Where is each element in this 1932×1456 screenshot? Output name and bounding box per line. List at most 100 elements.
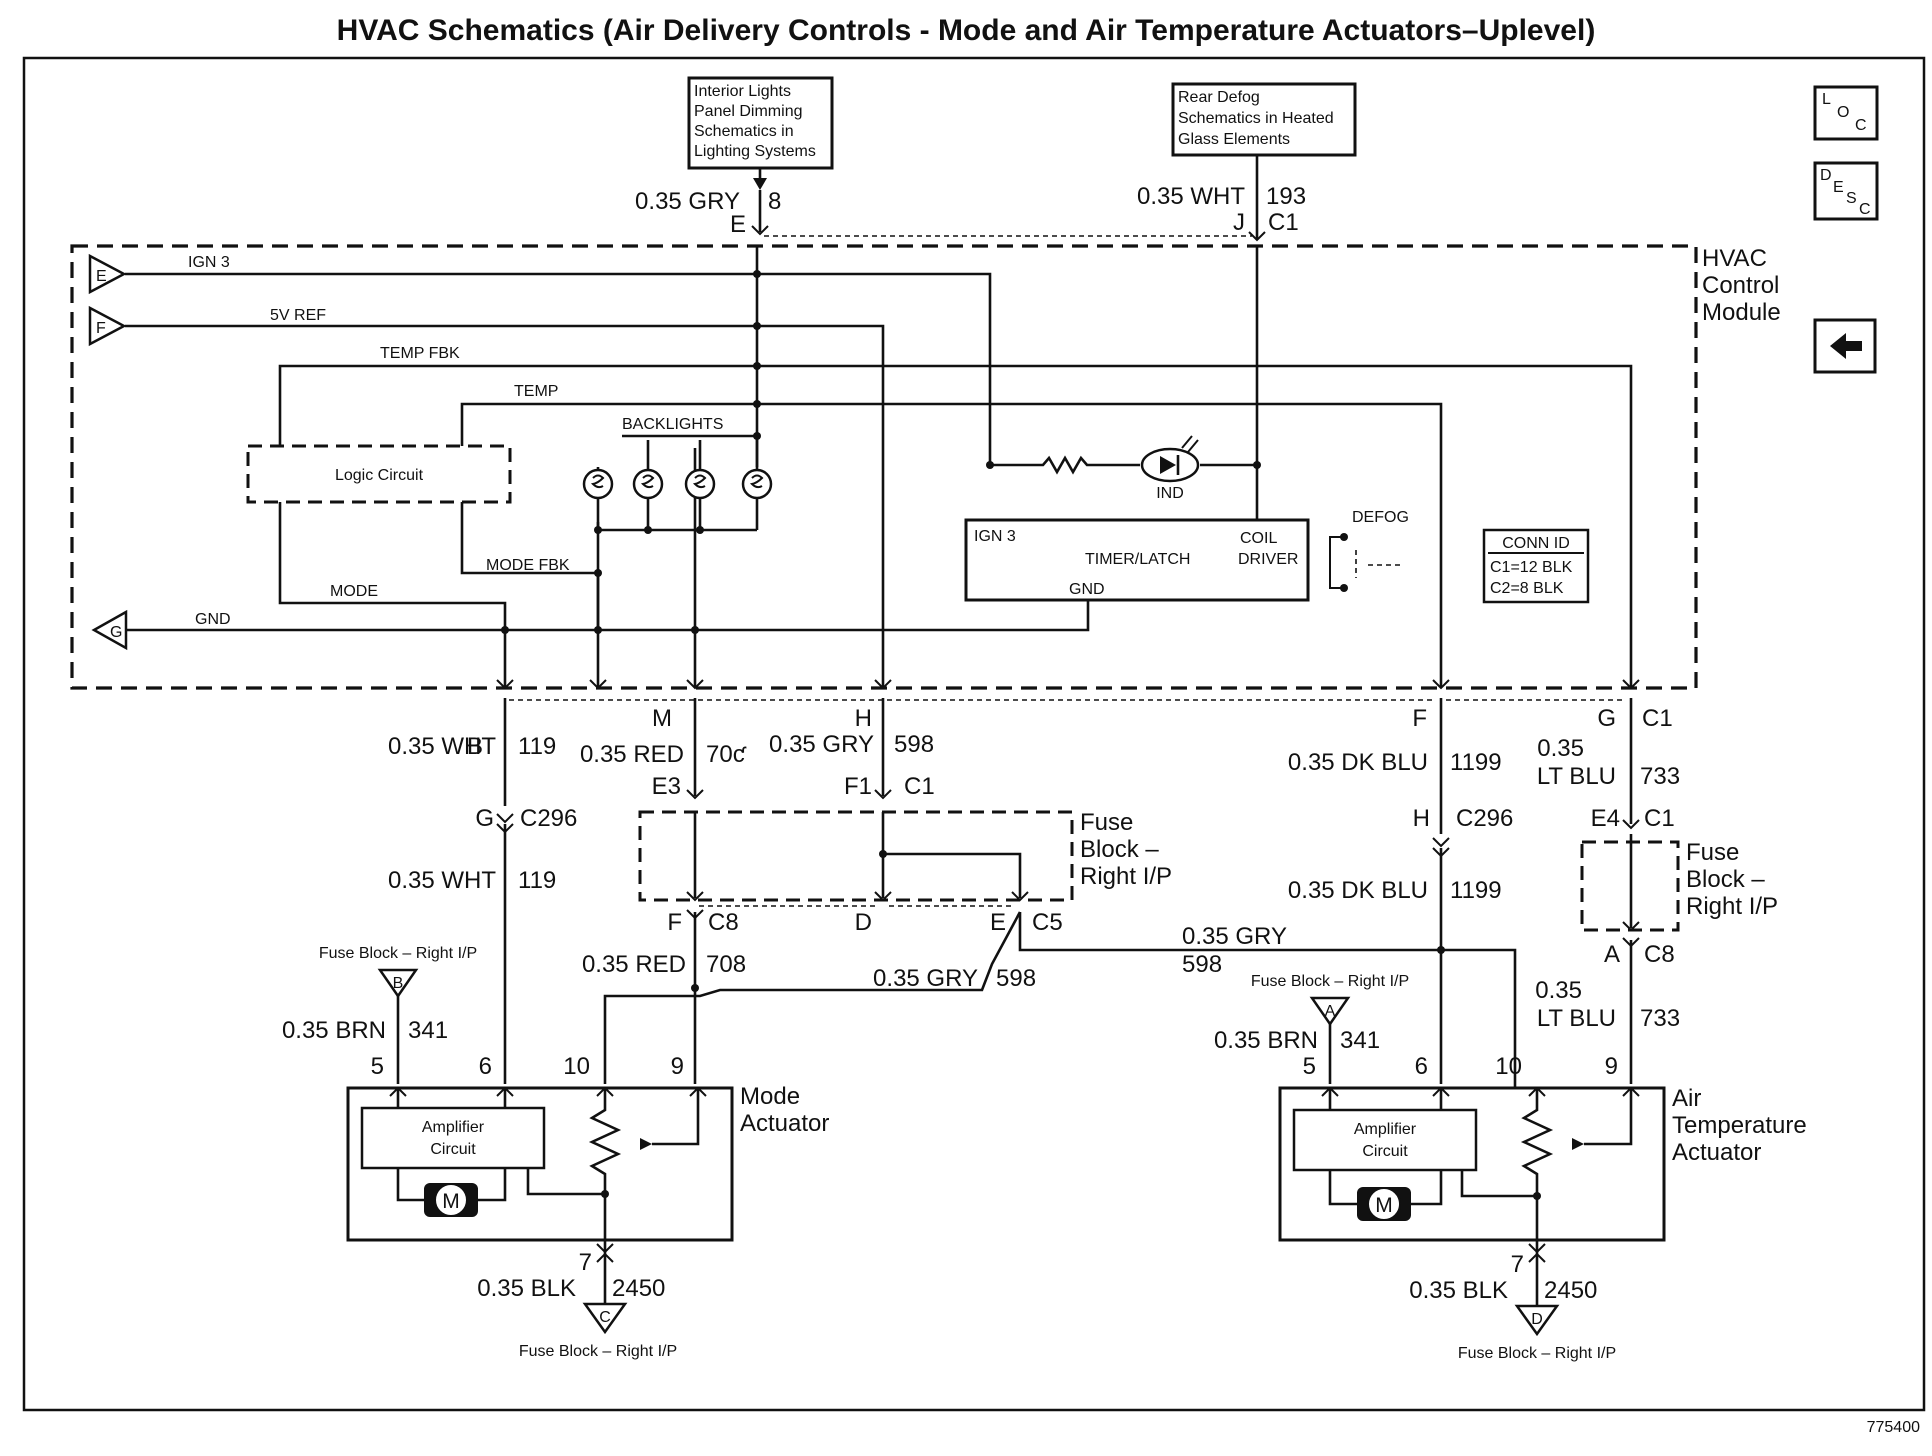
ign3-connector-triangle: E: [88, 253, 127, 295]
air-temp-actuator: Amplifier Circuit M: [1278, 1084, 1666, 1248]
conn-id-c2: C2=8 BLK: [1490, 580, 1564, 597]
page-frame: [22, 56, 1926, 1412]
pin-e2: E: [990, 909, 1006, 936]
air-amp-label-2: Circuit: [1362, 1143, 1408, 1160]
pin-e4: E4: [1591, 805, 1620, 832]
fuse-tri-b: B: [377, 968, 419, 1084]
driver-label: DRIVER: [1238, 551, 1298, 568]
red708-circuit: 708: [706, 951, 746, 978]
timer-ign3-label: IGN 3: [974, 528, 1016, 545]
air-actuator-name-2: Temperature: [1672, 1112, 1807, 1139]
mode-pin-6: 6: [479, 1053, 492, 1080]
desc-letter-3: S: [1846, 190, 1857, 207]
gry598b-wire: 0.35 GRY: [873, 965, 978, 992]
fuse-tri-b-label: Fuse Block – Right I/P: [319, 945, 477, 962]
gnd-label: GND: [195, 611, 231, 628]
brn341b-wire: 0.35 BRN: [1214, 1027, 1318, 1054]
red708-wire: 0.35 RED: [582, 951, 686, 978]
dkblu1199a-wire: 0.35 DK BLU: [1288, 749, 1428, 776]
pin-c8: C8: [708, 909, 739, 936]
interior-lights-ref-line4: Lighting Systems: [694, 143, 816, 160]
fuse-tri-d-letter: D: [1531, 1311, 1543, 1328]
blk2450b-wire: 0.35 BLK: [1409, 1277, 1508, 1304]
pin-f1: F1: [844, 773, 872, 800]
pin-c8b: C8: [1644, 941, 1675, 968]
center-fuse-label-1: Fuse: [1080, 809, 1133, 836]
gry598a-circuit: 598: [894, 731, 934, 758]
wht193-wire-label: 0.35 WHT: [1137, 183, 1245, 210]
gry598a-wire: 0.35 GRY: [769, 731, 874, 758]
mode-label: MODE: [330, 583, 378, 600]
pin-e3: E3: [652, 773, 681, 800]
mode-pin-5: 5: [371, 1053, 384, 1080]
hvac-module-name-3: Module: [1702, 299, 1781, 326]
air-ground-wiring: D: [1514, 1243, 1560, 1337]
rear-defog-ref[interactable]: Rear Defog Schematics in Heated Glass El…: [1171, 82, 1357, 157]
pin-d: D: [855, 909, 872, 936]
loc-letter-2: O: [1837, 104, 1849, 121]
pin-c5: C5: [1032, 909, 1063, 936]
ltblu733a-wire1: 0.35: [1537, 735, 1584, 762]
pin-c1: C1: [1642, 705, 1673, 732]
tri-g-letter: G: [110, 624, 122, 641]
pin-g2: G: [475, 805, 494, 832]
interior-lights-ref-line1: Interior Lights: [694, 83, 791, 100]
right-fuse-label-2: Block –: [1686, 866, 1765, 893]
pin-f2: F: [667, 909, 682, 936]
mode-pin-7: 7: [579, 1249, 592, 1276]
fuse-tri-d-label: Fuse Block – Right I/P: [1458, 1345, 1616, 1362]
wht193-circuit-label: 193: [1266, 183, 1306, 210]
lower-wiring: [496, 698, 1640, 1084]
wht193-conn-label: C1: [1268, 209, 1299, 236]
ltblu733a-circuit: 733: [1640, 763, 1680, 790]
interior-lights-ref[interactable]: Interior Lights Panel Dimming Schematics…: [687, 76, 834, 170]
brn341b-circuit: 341: [1340, 1027, 1380, 1054]
wht119a-circuit: 119: [518, 733, 556, 760]
fuse-tri-a: A: [1309, 996, 1351, 1084]
mode-motor-label: M: [442, 1190, 460, 1213]
blk2450a-circuit: 2450: [612, 1275, 665, 1302]
desc-button[interactable]: D E S C: [1813, 161, 1879, 221]
motor-icon: M: [424, 1183, 478, 1217]
gry8-pin-label: E: [730, 211, 746, 238]
bulb-icon: [582, 468, 614, 500]
blk2450b-circuit: 2450: [1544, 1277, 1597, 1304]
5vref-label: 5V REF: [270, 307, 326, 324]
hvac-module-name-1: HVAC: [1702, 245, 1767, 272]
module-bottom-connectors: [496, 679, 1640, 701]
fuse-tri-c-label: Fuse Block – Right I/P: [519, 1343, 677, 1360]
right-fuse-label-1: Fuse: [1686, 839, 1739, 866]
mode-pin-9: 9: [671, 1053, 684, 1080]
arrow-left-icon: [1830, 333, 1862, 359]
interior-lights-ref-line2: Panel Dimming: [694, 103, 802, 120]
pin-c296: C296: [520, 805, 577, 832]
5vref-connector-triangle: F: [88, 305, 127, 347]
junction-dots: [501, 270, 1348, 634]
gry598c-wire: 0.35 GRY: [1182, 923, 1287, 950]
pin-c1c: C1: [1644, 805, 1675, 832]
temp-fbk-label: TEMP FBK: [380, 345, 460, 362]
loc-button[interactable]: L O C: [1813, 85, 1879, 141]
timer-latch-label: TIMER/LATCH: [1085, 551, 1190, 568]
center-fuse-block: [638, 810, 1074, 907]
rear-defog-ref-line2: Schematics in Heated: [1178, 110, 1334, 127]
air-actuator-name-1: Air: [1672, 1085, 1701, 1112]
pin-h2: H: [1413, 805, 1430, 832]
pin-b: B: [467, 733, 483, 760]
blk2450a-wire: 0.35 BLK: [477, 1275, 576, 1302]
dkblu1199a-circuit: 1199: [1450, 749, 1502, 776]
tri-e-letter: E: [96, 268, 107, 285]
timer-gnd-label: GND: [1069, 581, 1105, 598]
back-arrow-button[interactable]: [1813, 318, 1877, 374]
ltblu733b-wire1: 0.35: [1535, 977, 1582, 1004]
pin-c1b: C1: [904, 773, 935, 800]
mode-ground-wiring: C: [582, 1243, 628, 1335]
backlights-label: BACKLIGHTS: [622, 416, 723, 433]
loc-letter-1: L: [1822, 91, 1831, 108]
diagram-title: HVAC Schematics (Air Delivery Controls -…: [336, 14, 1596, 47]
air-amp-label-1: Amplifier: [1354, 1121, 1417, 1138]
ltblu733a-wire2: LT BLU: [1537, 763, 1616, 790]
gry8-circuit-label: 8: [768, 188, 781, 215]
loc-letter-3: C: [1855, 117, 1867, 134]
